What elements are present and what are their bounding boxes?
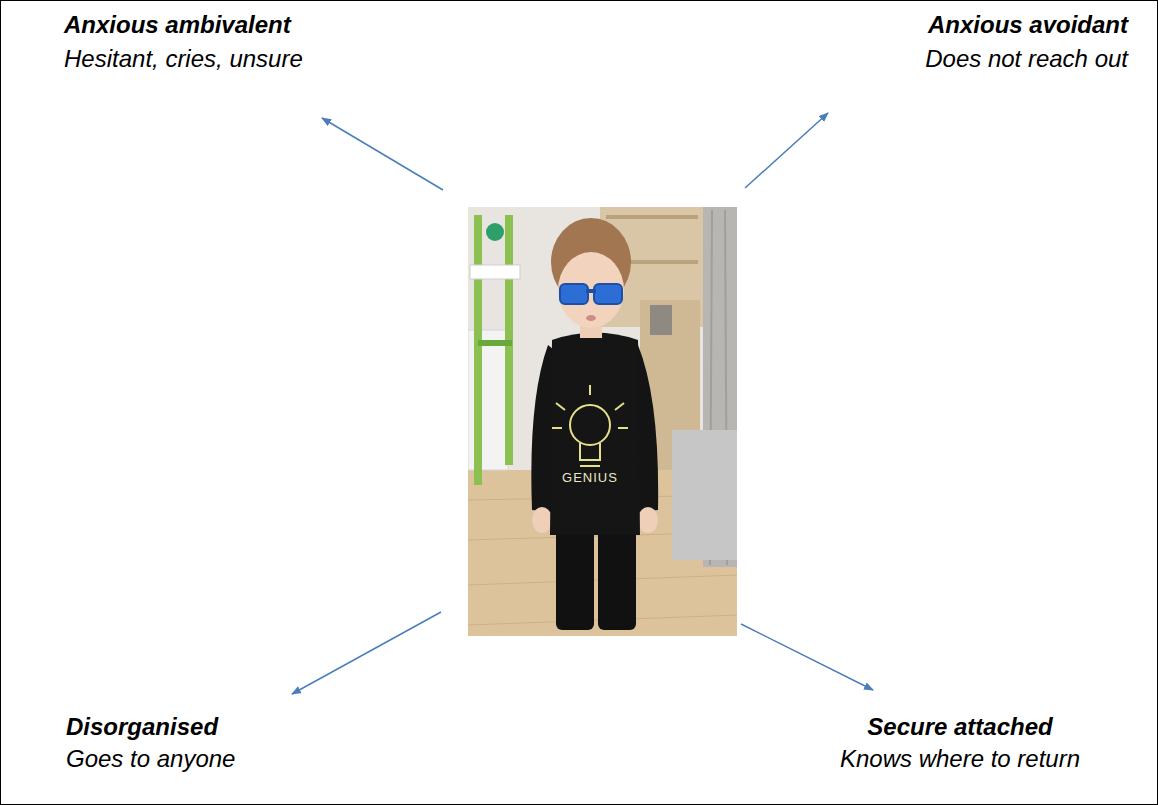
style-heading: Anxious avoidant: [928, 10, 1128, 40]
style-description: Knows where to return: [840, 744, 1080, 774]
arrow: [745, 113, 828, 188]
style-heading: Secure attached: [867, 712, 1052, 742]
style-description: Does not reach out: [925, 44, 1128, 74]
arrow: [741, 624, 873, 690]
shirt-print: GENIUS: [562, 470, 618, 486]
style-description: Hesitant, cries, unsure: [64, 44, 303, 74]
arrow: [322, 118, 443, 190]
style-description: Goes to anyone: [66, 744, 235, 774]
child-photo: [468, 207, 737, 636]
style-heading: Disorganised: [66, 712, 218, 742]
style-heading: Anxious ambivalent: [64, 10, 291, 40]
arrow: [292, 612, 441, 694]
